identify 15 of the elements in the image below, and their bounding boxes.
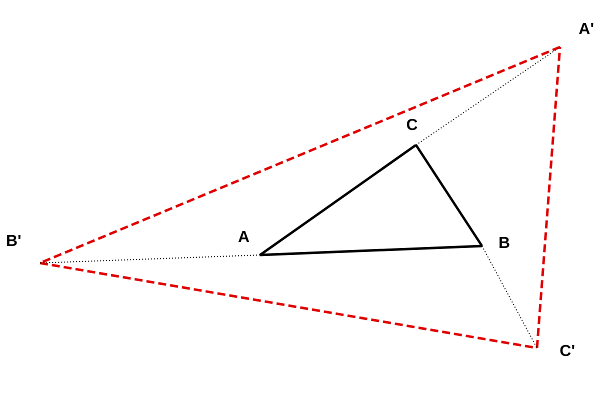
point-label: C: [406, 118, 418, 134]
point-label: A': [578, 22, 594, 38]
dotted-line: [40, 254, 260, 264]
line-segment: [259, 144, 417, 256]
dotted-line: [482, 246, 538, 348]
point-label: B: [498, 236, 510, 252]
point-label: B': [6, 234, 22, 250]
dotted-line: [416, 46, 560, 146]
line-segment: [414, 144, 484, 247]
line-segment: [536, 46, 562, 348]
line-segment: [40, 262, 538, 350]
line-segment: [260, 244, 482, 256]
line-segment: [40, 46, 560, 264]
point-label: A: [238, 230, 250, 246]
point-label: C': [560, 344, 575, 360]
